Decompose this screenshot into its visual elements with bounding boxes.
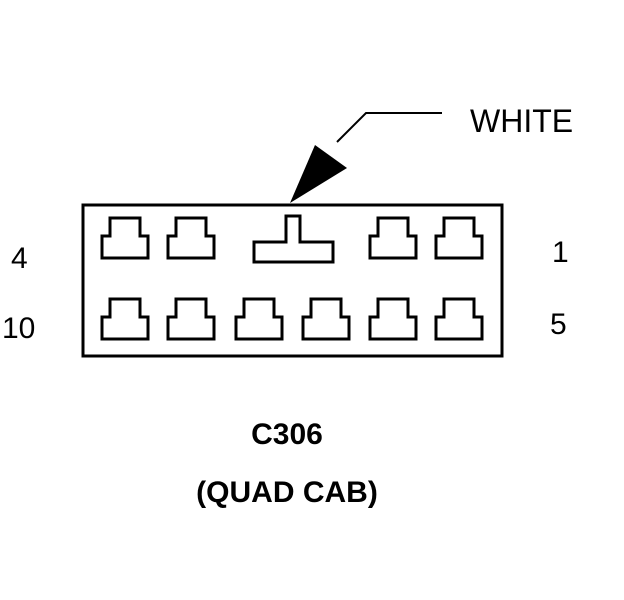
pin-label-top-right: 1 — [552, 236, 569, 269]
tee-key-cavity — [252, 214, 335, 264]
cavity — [166, 297, 216, 341]
callout-leader — [290, 112, 442, 203]
cavity — [100, 297, 150, 341]
cavity — [166, 216, 216, 260]
pin-label-bottom-left: 10 — [2, 312, 35, 345]
connector-id: C306 — [251, 418, 323, 451]
cavity — [301, 297, 351, 341]
connector-top-row — [100, 214, 484, 264]
connector-body — [81, 203, 504, 358]
cavity — [368, 216, 418, 260]
callout-arrowhead — [290, 145, 347, 203]
cavity — [368, 297, 418, 341]
callout-label: WHITE — [470, 103, 573, 139]
cavity — [434, 297, 484, 341]
cavity — [434, 216, 484, 260]
pin-label-bottom-right: 5 — [550, 308, 567, 341]
connector-bottom-row — [100, 297, 484, 341]
connector-variant: (QUAD CAB) — [196, 476, 378, 509]
cavity — [100, 216, 150, 260]
pin-label-top-left: 4 — [11, 242, 28, 275]
cavity — [234, 297, 284, 341]
